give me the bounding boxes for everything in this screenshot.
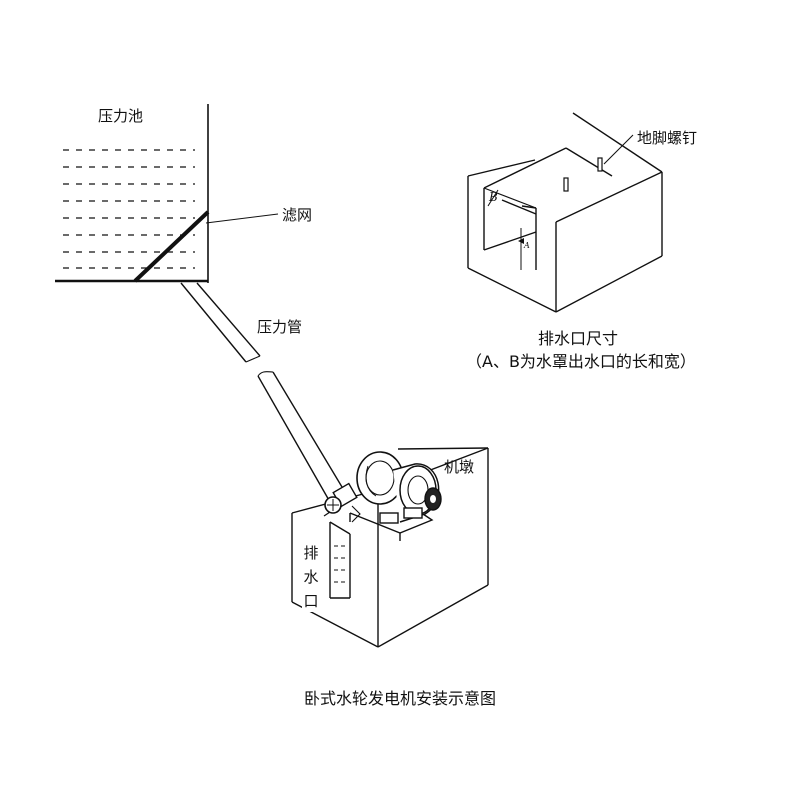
dim-label-a: A [523,241,530,250]
label-pressure-tank: 压力池 [98,107,144,125]
diagram-caption: 卧式水轮发电机安装示意图 [304,689,497,708]
machine-pier [291,447,489,648]
drain-outlet-char: 排 [302,543,320,564]
dim-label-b: B [488,190,498,204]
anchor-bolt-left [563,177,569,192]
anchor-leader [603,134,634,165]
outlet-dimension-title: 排水口尺寸 [538,329,619,348]
turbine-generator [323,451,442,541]
pressure-tank [55,104,279,283]
label-anchor-bolt: 地脚螺钉 [637,129,698,147]
filter-screen [133,210,210,283]
penstock-lower [257,371,346,503]
outlet-dimension-note: （A、B为水罩出水口的长和宽） [466,352,696,371]
label-filter-screen: 滤网 [282,206,313,224]
anchor-bolt-right [597,157,603,172]
drain-slot [329,521,351,599]
water-lines [63,149,195,269]
penstock-upper [180,282,261,363]
drain-outlet-char: 水 [302,567,320,588]
label-machine-pier: 机墩 [444,458,475,476]
filter-leader [205,213,279,224]
outlet-dimension-block [467,112,663,313]
label-penstock: 压力管 [257,318,303,336]
drain-outlet-char: 口 [302,591,320,612]
